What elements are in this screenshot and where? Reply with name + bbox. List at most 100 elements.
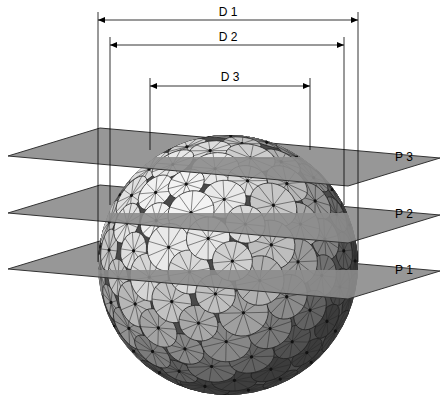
disc-hub (127, 326, 131, 330)
disc-hub (330, 187, 334, 191)
disc-spoke (169, 225, 182, 249)
disc-spoke (337, 251, 345, 263)
disc-hub (131, 349, 136, 354)
disc-hub (268, 326, 272, 330)
disc-spoke (297, 240, 304, 262)
disc-spoke (228, 261, 245, 270)
disc-hub (157, 370, 161, 374)
disc-spoke (308, 185, 323, 201)
disc-spoke (225, 242, 245, 262)
disc-spoke (140, 185, 156, 201)
disc-hub (153, 190, 158, 195)
disc-spoke (121, 249, 134, 251)
disc-spoke (337, 212, 347, 213)
disc-spoke (152, 291, 172, 310)
disc-spoke (307, 345, 320, 357)
disc-spoke (202, 341, 226, 348)
disc-spoke (107, 230, 112, 250)
disc-spoke (318, 321, 329, 338)
disc-spoke (260, 369, 275, 382)
disc-hub (156, 326, 161, 331)
disc-spoke (147, 328, 158, 338)
disc-spoke (158, 325, 176, 344)
disc-spoke (132, 263, 149, 270)
disc-spoke (229, 313, 249, 335)
disc-spoke (270, 321, 290, 341)
disc-spoke (186, 176, 204, 188)
disc-hub (342, 249, 346, 253)
disc-spoke (280, 374, 292, 382)
disc-spoke (243, 313, 250, 335)
disc-spoke (141, 312, 159, 331)
disc-hub (133, 302, 137, 306)
disc-hub (269, 243, 273, 247)
disc-spoke (148, 242, 168, 260)
disc-spoke (134, 233, 141, 251)
disc-spoke (226, 335, 250, 342)
disc-spoke (260, 267, 284, 270)
disc-spoke (189, 268, 210, 270)
disc-spoke (226, 342, 241, 359)
disc-spoke (254, 186, 277, 205)
disc-hub (167, 245, 171, 249)
disc-spoke (130, 232, 137, 250)
disc-spoke (101, 249, 109, 262)
disc-spoke (299, 353, 312, 365)
disc-spoke (108, 201, 117, 213)
disc-spoke (332, 202, 342, 213)
disc-hub (183, 347, 187, 351)
disc-spoke (134, 251, 147, 253)
disc-spoke (169, 234, 189, 252)
disc-spoke (118, 291, 135, 309)
disc-spoke (211, 341, 226, 358)
disc-spoke (104, 250, 109, 270)
disc-spoke (260, 259, 277, 270)
disc-hub (308, 308, 312, 312)
disc-hub (230, 259, 235, 264)
disc-spoke (168, 180, 186, 192)
disc-spoke (179, 349, 185, 361)
disc-spoke (148, 176, 164, 192)
disc-spoke (340, 269, 346, 270)
disc-spoke (122, 249, 134, 262)
disc-spoke (121, 304, 135, 310)
disc-hub (269, 367, 273, 371)
disc-spoke (104, 285, 111, 303)
disc-spoke (223, 180, 224, 199)
disc-spoke (148, 241, 168, 247)
disc-spoke (355, 247, 359, 261)
disc-spoke (127, 212, 140, 213)
disc-spoke (113, 260, 118, 270)
disc-spoke (273, 200, 296, 213)
disc-spoke (287, 297, 304, 306)
disc-hub (334, 212, 338, 213)
disc-hub (333, 329, 337, 333)
disc-spoke (312, 201, 327, 213)
disc-spoke (191, 238, 212, 256)
disc-spoke (225, 342, 226, 362)
disc-spoke (317, 255, 324, 270)
disc-spoke (209, 366, 211, 381)
disc-spoke (345, 210, 352, 213)
disc-spoke (298, 260, 317, 262)
disc-hub (285, 181, 289, 185)
disc-hub (109, 300, 113, 304)
disc-spoke (147, 183, 156, 192)
disc-spoke (243, 308, 263, 330)
disc-spoke (232, 257, 249, 270)
disc-spoke (225, 395, 239, 396)
disc-spoke (147, 352, 162, 367)
disc-spoke (322, 256, 329, 270)
disc-spoke (276, 297, 292, 319)
disc-spoke (100, 275, 103, 295)
disc-spoke (262, 183, 284, 205)
disc-hub (290, 339, 295, 344)
disc-hub (353, 259, 356, 262)
disc-hub (313, 199, 317, 203)
disc-spoke (315, 194, 324, 201)
disc-spoke (327, 306, 338, 323)
disc-spoke (127, 205, 138, 213)
disc-hub (241, 311, 245, 315)
disc-spoke (179, 315, 198, 328)
